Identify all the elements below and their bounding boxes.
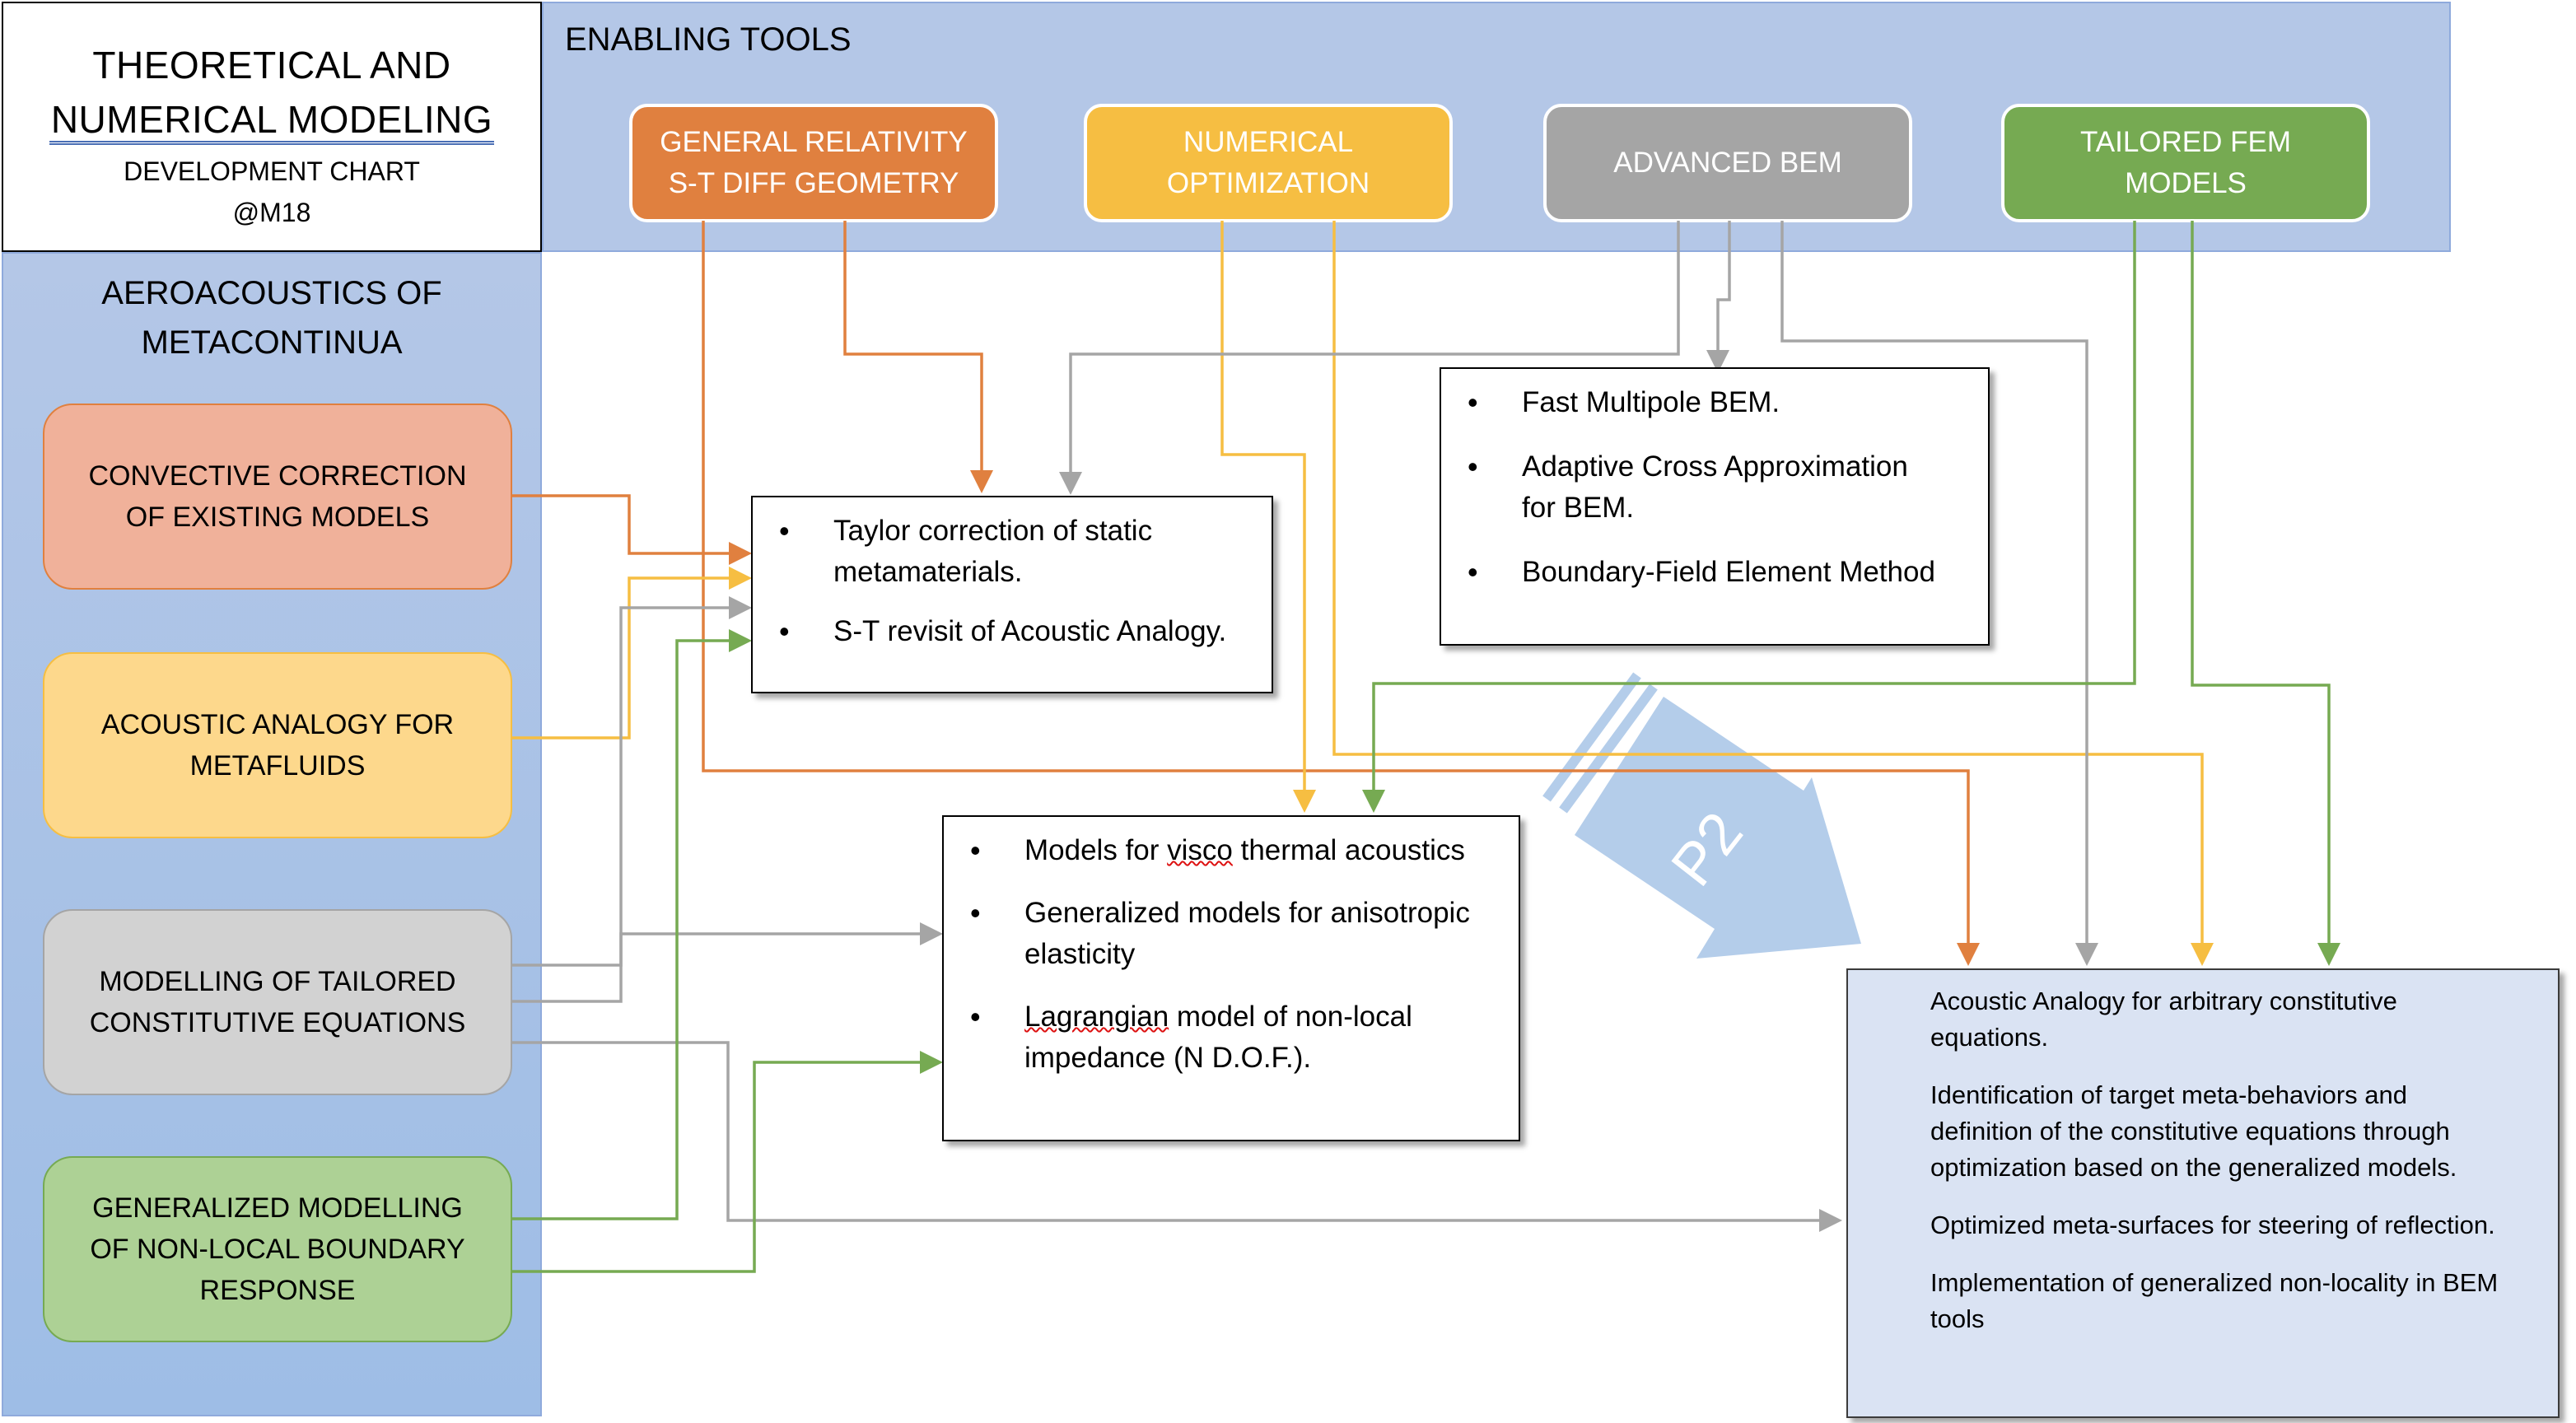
connector-opt-to-results — [1332, 221, 2214, 966]
box-bem-item-3: Boundary-Field Element Method — [1441, 552, 1988, 593]
topic-convective-correction[interactable]: CONVECTIVE CORRECTION OF EXISTING MODELS — [43, 404, 512, 590]
connector-bem-to-taylor — [1059, 221, 1680, 495]
connector-opt-to-models — [1220, 221, 1316, 813]
aeroacoustics-title-line-2: METACONTINUA — [141, 324, 403, 361]
connector-gr-to-taylor — [843, 221, 993, 493]
connector-fem-to-models — [1362, 221, 2136, 813]
aeroacoustics-title: AEROACOUSTICS OF METACONTINUA — [2, 268, 542, 367]
connector-constitutive-to-results — [512, 1041, 1842, 1232]
connector-gr-to-results — [702, 221, 1980, 966]
title-line-1: THEORETICAL AND — [92, 44, 451, 86]
connector-constitutive-to-taylor — [512, 596, 752, 1003]
tool-general-relativity-line-2: S-T DIFF GEOMETRY — [668, 167, 959, 199]
topic-nonlocal-boundary[interactable]: GENERALIZED MODELLING OF NON-LOCAL BOUNDA… — [43, 1156, 512, 1342]
box-generalized-models: Models for visco thermal acoustics Gener… — [942, 815, 1520, 1141]
enabling-tools-label: ENABLING TOOLS — [565, 21, 852, 58]
connector-fem-to-results — [2191, 221, 2340, 966]
tool-advanced-bem[interactable]: ADVANCED BEM — [1543, 104, 1912, 222]
topic-tailored-constitutive-line-2: CONSTITUTIVE EQUATIONS — [89, 1007, 466, 1038]
box-results-item-3: Optimized meta-surfaces for steering of … — [1930, 1211, 2495, 1239]
aeroacoustics-title-line-1: AEROACOUSTICS OF — [101, 275, 442, 311]
tool-general-relativity-line-1: GENERAL RELATIVITY — [660, 126, 968, 158]
topic-acoustic-analogy-line-2: METAFLUIDS — [189, 750, 366, 781]
tool-general-relativity[interactable]: GENERAL RELATIVITY S-T DIFF GEOMETRY — [629, 104, 998, 222]
title-milestone: @M18 — [232, 198, 311, 227]
box-models-item-1: Models for visco thermal acoustics — [944, 830, 1519, 871]
p2-big-arrow — [1542, 672, 1861, 959]
topic-acoustic-analogy-line-1: ACOUSTIC ANALOGY FOR — [100, 709, 455, 740]
title-subtitle: DEVELOPMENT CHART — [124, 156, 420, 186]
box-results-item-4: Implementation of generalized non-locali… — [1930, 1268, 2499, 1333]
topic-acoustic-analogy[interactable]: ACOUSTIC ANALOGY FOR METAFLUIDS — [43, 652, 512, 838]
topic-convective-correction-line-1: CONVECTIVE CORRECTION — [88, 460, 467, 492]
topic-convective-correction-line-2: OF EXISTING MODELS — [125, 502, 430, 533]
topic-nonlocal-boundary-line-3: RESPONSE — [199, 1275, 356, 1306]
connector-nonlocal-to-taylor — [512, 629, 752, 1220]
connector-bem-to-results — [1780, 221, 2098, 966]
box-bem-item-1: Fast Multipole BEM. — [1441, 382, 1988, 423]
connector-bem-to-methods — [1706, 221, 1731, 373]
tool-numerical-optimization-line-1: NUMERICAL — [1183, 126, 1354, 158]
box-results: Acoustic Analogy for arbitrary constitut… — [1846, 968, 2560, 1418]
connector-nonlocal-to-models — [512, 1051, 943, 1273]
tool-advanced-bem-line-1: ADVANCED BEM — [1613, 147, 1842, 179]
box-results-item-2: Identification of target meta-behaviors … — [1930, 1080, 2457, 1182]
topic-tailored-constitutive-line-1: MODELLING OF TAILORED — [99, 966, 456, 997]
topic-tailored-constitutive[interactable]: MODELLING OF TAILORED CONSTITUTIVE EQUATI… — [43, 909, 512, 1095]
topic-nonlocal-boundary-line-1: GENERALIZED MODELLING — [92, 1192, 463, 1224]
box-advanced-bem-methods: Fast Multipole BEM. Adaptive Cross Appro… — [1440, 367, 1990, 646]
topic-nonlocal-boundary-line-2: OF NON-LOCAL BOUNDARY — [90, 1234, 465, 1265]
connector-analogy-to-taylor — [512, 567, 752, 739]
title-line-2: NUMERICAL MODELING — [3, 97, 540, 145]
box-results-item-1: Acoustic Analogy for arbitrary constitut… — [1930, 987, 2397, 1052]
tool-tailored-fem-line-1: TAILORED FEM — [2079, 126, 2292, 158]
tool-tailored-fem[interactable]: TAILORED FEM MODELS — [2001, 104, 2370, 222]
box-taylor-item-2: S-T revisit of Acoustic Analogy. — [753, 611, 1272, 652]
tool-numerical-optimization-line-2: OPTIMIZATION — [1166, 167, 1370, 199]
box-models-item-2: Generalized models for anisotropicelasti… — [944, 893, 1519, 975]
tool-numerical-optimization[interactable]: NUMERICAL OPTIMIZATION — [1084, 104, 1453, 222]
box-taylor-item-1: Taylor correction of staticmetamaterials… — [753, 511, 1272, 593]
chart-title-box: THEORETICAL AND NUMERICAL MODELING DEVEL… — [2, 2, 542, 252]
title-line-2-text: NUMERICAL MODELING — [49, 98, 495, 145]
tool-tailored-fem-line-2: MODELS — [2125, 167, 2247, 199]
connector-constitutive-to-models — [512, 922, 943, 967]
connector-convective-to-taylor — [512, 494, 752, 565]
box-taylor-correction: Taylor correction of staticmetamaterials… — [751, 496, 1273, 693]
